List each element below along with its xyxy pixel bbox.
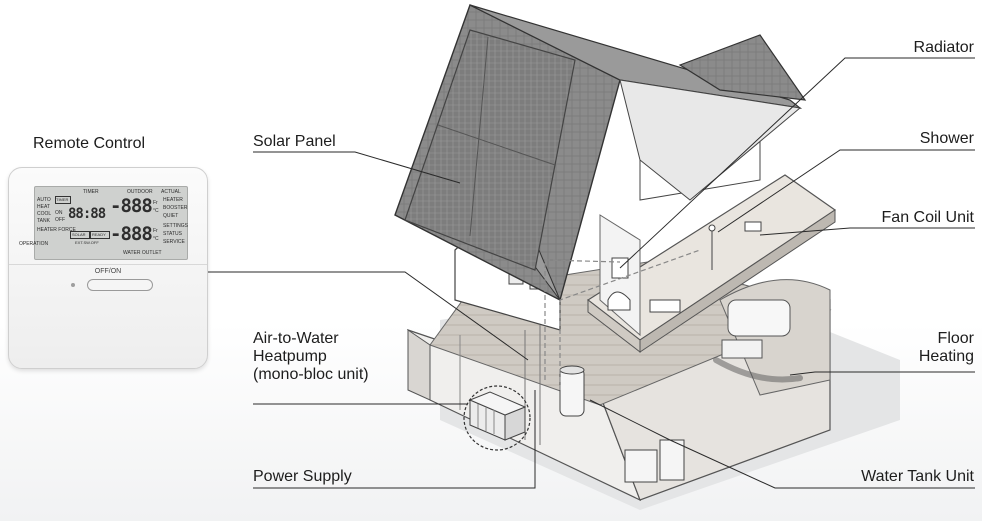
lcd-fr-bottom: Fr <box>153 228 158 234</box>
label-floor-heating: Floor Heating <box>918 330 974 365</box>
lcd-indicator-service: SERVICE <box>163 239 185 245</box>
remote-control: TIMER OUTDOOR ACTUAL AUTO HEAT COOL TANK… <box>8 167 208 369</box>
lcd-timer-box <box>55 196 71 204</box>
label-solar-panel: Solar Panel <box>253 133 336 150</box>
label-air-to-water: Air-to-Water Heatpump (mono-bloc unit) <box>253 330 369 383</box>
water-tank <box>559 365 585 417</box>
label-radiator: Radiator <box>913 39 974 56</box>
lcd-timer-label: TIMER <box>83 189 99 195</box>
power-led-icon <box>71 283 75 287</box>
leader-lines <box>206 57 975 489</box>
lcd-indicator-status: STATUS <box>163 231 182 237</box>
lcd-water-outlet: WATER OUTLET <box>123 250 162 256</box>
label-fan-coil-unit: Fan Coil Unit <box>881 209 974 226</box>
lcd-mode-cool: COOL <box>37 211 52 217</box>
lcd-clock: 88:88 <box>68 206 106 222</box>
lcd-mode-heat: HEAT <box>37 204 50 210</box>
remote-lcd: TIMER OUTDOOR ACTUAL AUTO HEAT COOL TANK… <box>19 186 189 260</box>
lcd-timer-box-text: TIMER <box>56 197 69 202</box>
lcd-mode-tank: TANK <box>37 218 50 224</box>
label-remote-control: Remote Control <box>33 135 146 152</box>
living-room <box>713 279 831 396</box>
lcd-off: OFF <box>55 217 65 223</box>
lcd-ready: READY <box>92 232 106 237</box>
lcd-indicator-quiet: QUIET <box>163 213 179 219</box>
lcd-unit-top: °C <box>153 208 159 214</box>
lcd-actual-label: ACTUAL <box>161 189 181 195</box>
off-on-label: OFF/ON <box>94 268 122 275</box>
lcd-indicator-booster: BOOSTER <box>163 205 188 211</box>
lcd-ready-box <box>90 231 110 239</box>
lcd-seg-bottom: -888 <box>110 223 153 245</box>
lcd-mode-auto: AUTO <box>37 197 51 203</box>
lcd-seg-top: -888 <box>110 195 153 217</box>
lcd-solar: SOLAR <box>72 232 86 237</box>
remote-divider <box>9 264 207 265</box>
lcd-heater-force: HEATER FORCE <box>37 227 76 233</box>
washing-machine <box>624 439 685 483</box>
label-water-tank-unit: Water Tank Unit <box>861 468 974 485</box>
heatpump-unit <box>463 385 531 451</box>
lcd-solar-box <box>70 231 90 239</box>
bathroom <box>599 214 762 337</box>
lcd-indicator-settings: SETTINGS <box>163 223 189 229</box>
label-shower: Shower <box>919 130 974 147</box>
label-power-supply: Power Supply <box>253 468 352 485</box>
lcd-fr-top: Fr <box>153 200 158 206</box>
lcd-indicator-heater: HEATER <box>163 197 183 203</box>
lcd-ext-sw-off: EXT.SW.OFF <box>75 240 99 245</box>
off-on-button[interactable] <box>87 279 153 291</box>
lcd-outdoor-label: OUTDOOR <box>127 189 153 195</box>
lcd-on: ON <box>55 210 63 216</box>
pipes <box>544 249 701 390</box>
lcd-unit-bottom: °C <box>153 236 159 242</box>
lcd-operation: OPERATION <box>19 241 49 247</box>
solar-panel <box>404 29 576 271</box>
